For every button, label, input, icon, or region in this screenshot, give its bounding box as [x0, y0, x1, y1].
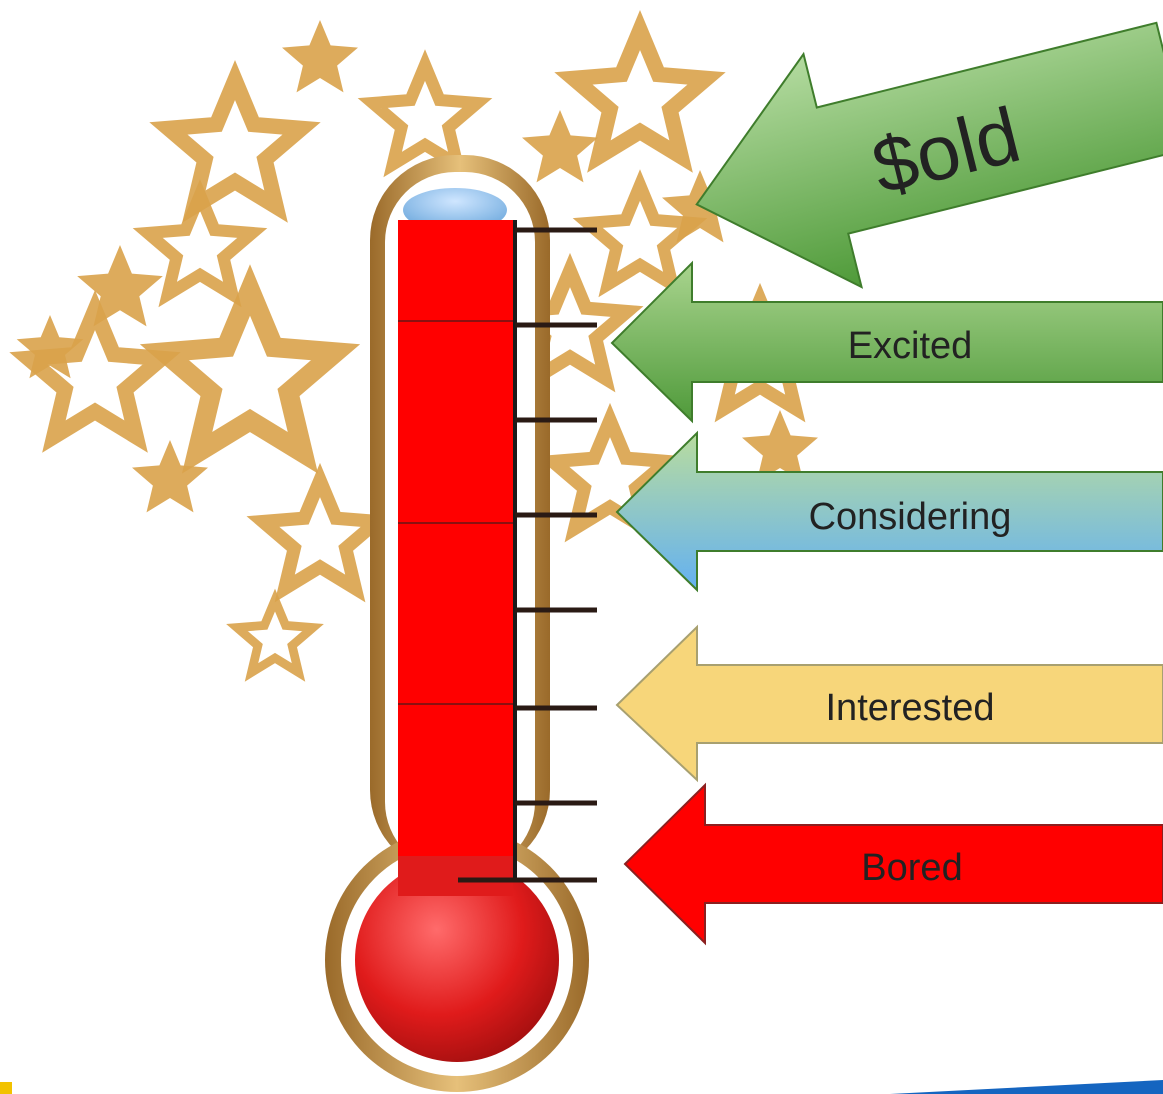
fill-block [398, 523, 513, 705]
sold-arrow: $old [668, 0, 1163, 321]
considering-arrow: Considering [617, 433, 1163, 590]
star-shape [168, 80, 301, 207]
corner-yellow-mark [0, 1082, 12, 1094]
excited-arrow: Excited [612, 263, 1163, 421]
star-shape [164, 290, 335, 453]
interested-label: Interested [826, 687, 995, 729]
interested-arrow: Interested [617, 627, 1163, 780]
fill-block [398, 703, 513, 858]
bored-arrow: Bored [625, 785, 1163, 943]
star-shape [522, 110, 598, 182]
bulb-neck [398, 856, 513, 896]
star-shape [148, 195, 253, 295]
fill-block [398, 220, 513, 322]
star-shape [237, 600, 313, 672]
bored-label: Bored [861, 847, 962, 889]
fill-block [398, 320, 513, 525]
star-shape [263, 480, 377, 589]
corner-blue-band [890, 1080, 1163, 1094]
star-shape [373, 65, 478, 165]
considering-label: Considering [809, 496, 1012, 538]
star-shape [282, 20, 358, 92]
excited-label: Excited [848, 325, 973, 367]
